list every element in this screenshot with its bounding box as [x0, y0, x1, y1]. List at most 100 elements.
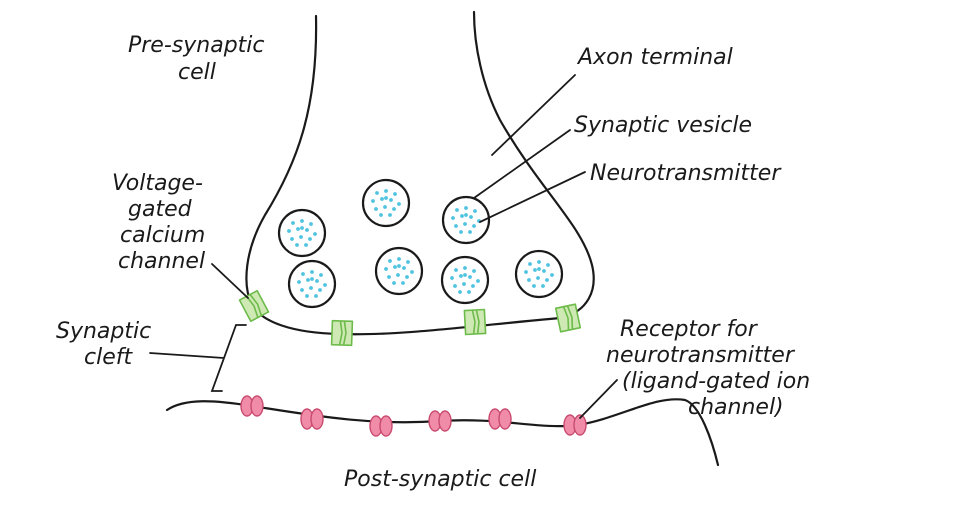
- neurotransmitter-dot: [550, 273, 554, 277]
- neurotransmitter-molecules: [287, 189, 554, 298]
- synaptic-vesicle: [514, 249, 564, 299]
- neurotransmitter-dot: [388, 213, 392, 217]
- neurotransmitter-dot: [384, 267, 388, 271]
- calcium-channels: [238, 289, 582, 347]
- synaptic-cleft-bracket: [149, 324, 247, 392]
- calcium-channel-body: [330, 319, 354, 347]
- neurotransmitter-dot: [533, 268, 537, 272]
- receptor-lobe: [310, 408, 324, 430]
- neurotransmitter-dot: [459, 230, 463, 234]
- synaptic-vesicle-label: Synaptic vesicle: [574, 113, 752, 138]
- neurotransmitter-dot: [306, 278, 310, 282]
- neurotransmitter-dot: [300, 219, 304, 223]
- neurotransmitter-dot: [384, 189, 388, 193]
- neurotransmitter-dot: [528, 262, 532, 266]
- neurotransmitter-dot: [297, 280, 301, 284]
- neurotransmitter-receptor: [428, 410, 452, 432]
- neurotransmitter-dot: [464, 206, 468, 210]
- neurotransmitter-dot: [305, 294, 309, 298]
- receptor-lobe: [379, 415, 393, 437]
- neurotransmitter-dot: [383, 205, 387, 209]
- synaptic-vesicle: [277, 208, 327, 258]
- neurotransmitter-dot: [545, 278, 549, 282]
- axon-terminal-membrane: [245, 10, 595, 336]
- receptor-lobe: [498, 408, 512, 430]
- neurotransmitter-dot: [296, 227, 300, 231]
- receptor-lobe: [438, 410, 452, 432]
- neurotransmitter-dot: [301, 272, 305, 276]
- neurotransmitter-dot: [524, 270, 528, 274]
- neurotransmitter-dot: [315, 279, 319, 283]
- synaptic-vesicle: [287, 259, 337, 309]
- neurotransmitter-dot: [476, 279, 480, 283]
- neurotransmitter-dot: [537, 267, 541, 271]
- neurotransmitter-dot: [546, 263, 550, 267]
- neurotransmitter-dot: [536, 276, 540, 280]
- synaptic-vesicle-leader: [473, 129, 571, 199]
- neurotransmitter-dot: [295, 243, 299, 247]
- neurotransmitter-dot: [393, 265, 397, 269]
- neurotransmitter-dot: [462, 282, 466, 286]
- neurotransmitter-dot: [469, 215, 473, 219]
- neurotransmitter-dot: [460, 214, 464, 218]
- voltage-gated-calcium-channel: [463, 308, 487, 336]
- neurotransmitter-receptor: [369, 415, 393, 437]
- neurotransmitter-dot: [305, 228, 309, 232]
- receptor-label: neurotransmitter: [606, 343, 796, 368]
- pre-synaptic-label: cell: [178, 60, 216, 85]
- axon-terminal-leader: [491, 74, 576, 156]
- voltage-gated-calcium-channel: [330, 319, 354, 347]
- neurotransmitter-dot: [309, 286, 313, 290]
- voltage-gated-calcium-channel: [238, 289, 270, 323]
- neurotransmitter-dot: [463, 266, 467, 270]
- neurotransmitter-dot: [387, 275, 391, 279]
- neurotransmitter-dot: [455, 208, 459, 212]
- synaptic-vesicle: [361, 178, 411, 228]
- calcium-channel-label: calcium: [120, 223, 205, 248]
- neurotransmitter-dot: [313, 232, 317, 236]
- calcium-channel-leader: [211, 263, 249, 299]
- leader-lines: [149, 74, 618, 419]
- neurotransmitter-dot: [454, 268, 458, 272]
- synaptic-vesicle: [441, 195, 491, 245]
- neurotransmitter-dot: [384, 196, 388, 200]
- neurotransmitter-dot: [468, 230, 472, 234]
- neurotransmitter-label: Neurotransmitter: [590, 161, 782, 186]
- neurotransmitter-dot: [410, 270, 414, 274]
- neurotransmitter-dot: [542, 269, 546, 273]
- neurotransmitter-dot: [472, 269, 476, 273]
- synaptic-cleft-label: cleft: [84, 345, 133, 370]
- neurotransmitter-dot: [405, 275, 409, 279]
- neurotransmitter-dot: [300, 226, 304, 230]
- neurotransmitter-dot: [527, 278, 531, 282]
- neurotransmitter-dot: [458, 290, 462, 294]
- neurotransmitter-dot: [392, 207, 396, 211]
- neurotransmitter-dot: [310, 277, 314, 281]
- neurotransmitter-dot: [291, 221, 295, 225]
- neurotransmitter-dot: [451, 216, 455, 220]
- neurotransmitter-dot: [453, 284, 457, 288]
- receptor-label: Receptor for: [620, 317, 759, 342]
- calcium-channel-body: [463, 308, 487, 336]
- neurotransmitter-dot: [397, 264, 401, 268]
- synaptic-vesicle: [440, 255, 490, 305]
- neurotransmitter-dot: [393, 192, 397, 196]
- calcium-channel-body: [238, 289, 270, 323]
- neurotransmitter-dot: [290, 237, 294, 241]
- neurotransmitter-dot: [471, 284, 475, 288]
- neurotransmitter-dot: [473, 209, 477, 213]
- neurotransmitter-dot: [323, 283, 327, 287]
- neurotransmitter-dot: [287, 229, 291, 233]
- neurotransmitter-dot: [396, 273, 400, 277]
- neurotransmitter-dot: [454, 224, 458, 228]
- neurotransmitter-dot: [537, 260, 541, 264]
- neurotransmitter-dot: [532, 284, 536, 288]
- synaptic-vesicle: [374, 246, 424, 296]
- axon-terminal-label: Axon terminal: [576, 45, 733, 70]
- neurotransmitter-receptor: [488, 408, 512, 430]
- neurotransmitter-dot: [308, 237, 312, 241]
- voltage-gated-calcium-channel: [554, 303, 582, 333]
- receptor-lobe: [250, 395, 264, 417]
- neurotransmitter-dot: [406, 260, 410, 264]
